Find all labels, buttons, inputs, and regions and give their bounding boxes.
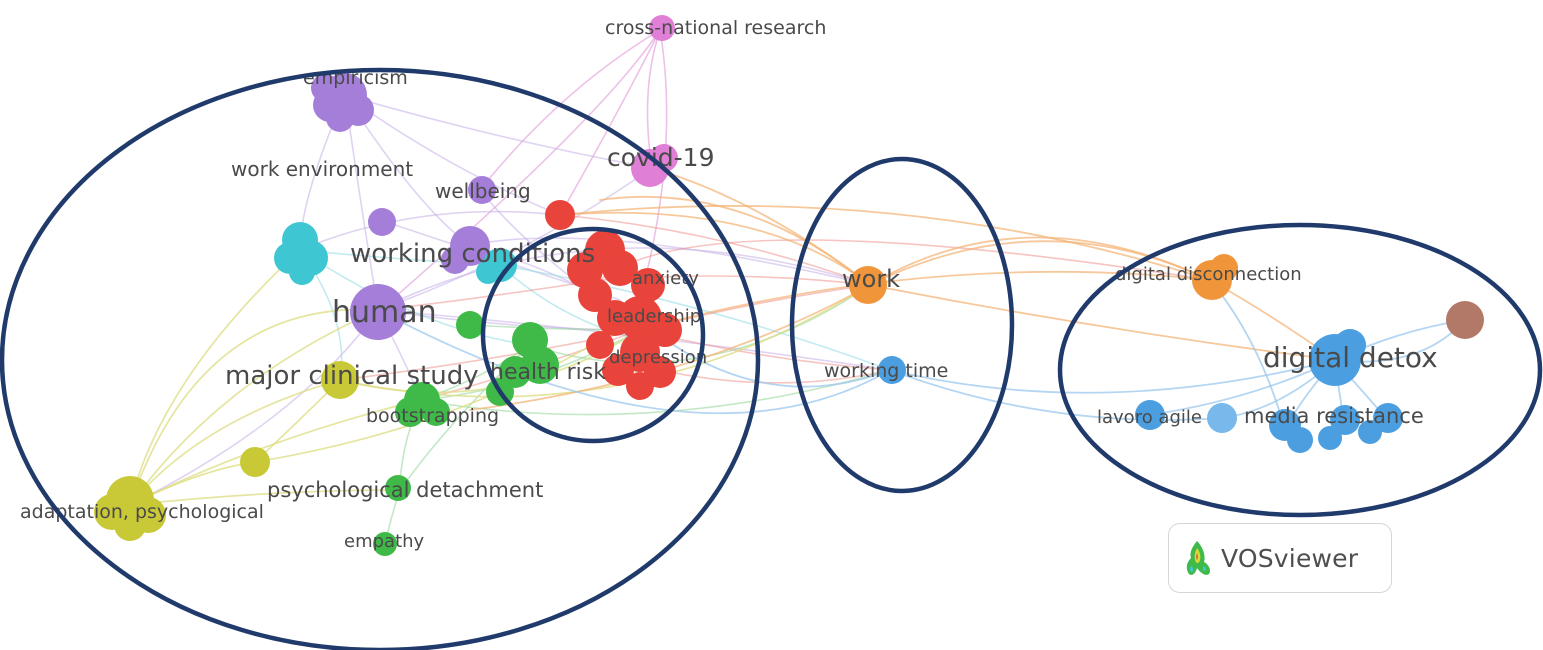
node-psychological-detachment: [385, 475, 411, 501]
vosviewer-logo-text: VOSviewer: [1221, 543, 1359, 573]
node-anxiety: [631, 268, 665, 302]
node-red-f: [648, 313, 682, 347]
label-wellbeing: wellbeing: [435, 179, 531, 203]
label-major-clinical-study: major clinical study: [225, 361, 479, 391]
node-red-i: [626, 372, 654, 400]
label-work: work: [842, 265, 900, 293]
label-digital-detox: digital detox: [1263, 341, 1438, 374]
node-empathy: [373, 532, 397, 556]
node-human: [350, 284, 406, 340]
node-empiricism-e: [311, 74, 339, 102]
cluster-yellow: [94, 361, 359, 541]
label-cross-national-research: cross-national research: [605, 17, 826, 39]
label-leadership: leadership: [607, 306, 701, 327]
label-bootstrapping: bootstrapping: [366, 405, 499, 427]
node-cross-national-research: [649, 15, 675, 41]
node-red-c: [602, 250, 638, 286]
node-cyan-f: [476, 260, 500, 284]
label-work-environment: work environment: [231, 157, 413, 181]
node-digital-detox-b: [1334, 329, 1366, 361]
ring-left-cluster-group: [0, 67, 761, 650]
node-working-conditions-b: [441, 246, 469, 274]
cluster-brown: [1446, 301, 1484, 339]
node-blue-g: [1330, 405, 1360, 435]
node-working-time: [878, 356, 906, 384]
node-red-d: [578, 278, 612, 312]
label-depression: depression: [609, 347, 707, 368]
cluster-pink: [631, 15, 678, 187]
label-working-time: working time: [824, 360, 948, 382]
node-red-g: [602, 354, 634, 386]
node-empiricism-d: [326, 104, 354, 132]
label-adaptation-psychological: adaptation, psychological: [20, 501, 264, 523]
label-human: human: [332, 295, 437, 330]
label-lavoro-agile: lavoro agile: [1097, 407, 1202, 428]
node-red-top: [545, 200, 575, 230]
label-empathy: empathy: [344, 531, 425, 552]
node-red-j: [586, 331, 614, 359]
node-blue-h: [1318, 426, 1342, 450]
cluster-cyan: [274, 222, 517, 285]
node-wellbeing: [468, 176, 496, 204]
node-green-a: [456, 311, 484, 339]
label-digital-disconnection: digital disconnection: [1115, 264, 1302, 285]
node-blue-d: [1207, 403, 1237, 433]
ring-red-cluster: [480, 226, 706, 444]
cluster-green: [373, 311, 559, 556]
node-red-e: [597, 300, 633, 336]
node-blue-i: [1373, 403, 1403, 433]
label-layer: cross-national research empiricism covid…: [20, 17, 1438, 552]
node-adaptation-d: [114, 509, 146, 541]
vosviewer-logo: VOSviewer: [1168, 523, 1392, 593]
label-working-conditions: working conditions: [350, 239, 595, 269]
label-psychological-detachment: psychological detachment: [267, 478, 543, 502]
node-layer: [94, 15, 1484, 556]
label-media-resistance: media resistance: [1244, 404, 1424, 428]
label-health-risk: health risk: [490, 360, 606, 385]
node-bootstrapping-b: [395, 397, 425, 427]
node-lavoro-agile: [1135, 400, 1165, 430]
node-cyan-d: [289, 259, 315, 285]
node-brown: [1446, 301, 1484, 339]
cluster-orange: [849, 254, 1238, 304]
highlight-rings: [0, 67, 1543, 650]
node-bootstrapping-c: [422, 398, 450, 426]
ring-digital-detox-cluster: [1057, 222, 1543, 518]
cluster-blue: [878, 329, 1403, 453]
node-digital-disconnection-b: [1210, 254, 1238, 282]
node-blue-f: [1287, 427, 1313, 453]
ring-work-cluster: [789, 156, 1015, 494]
node-yellow-b: [240, 447, 270, 477]
node-major-clinical-study: [321, 361, 359, 399]
node-work: [849, 266, 887, 304]
node-work-environment: [368, 208, 396, 236]
cluster-red: [545, 200, 682, 400]
node-blue-j: [1358, 420, 1382, 444]
cluster-purple: [311, 73, 496, 340]
vosviewer-heatmap-icon: [1186, 541, 1211, 575]
